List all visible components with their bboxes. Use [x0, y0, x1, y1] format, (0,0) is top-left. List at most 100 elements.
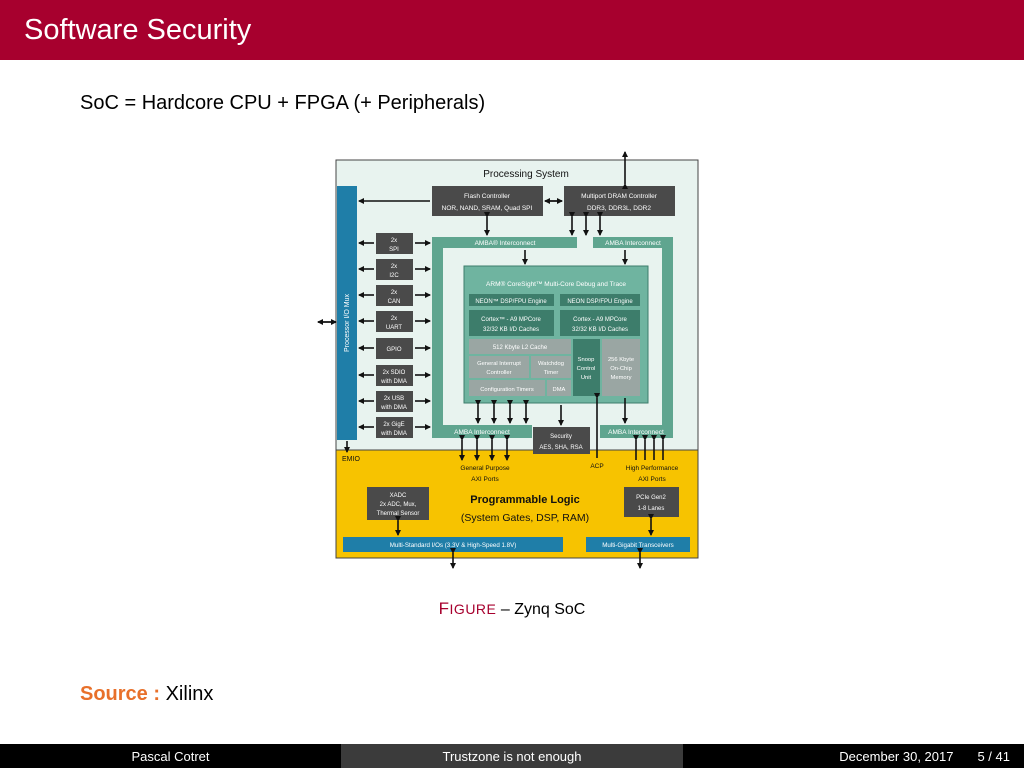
- neon-left-label: NEON™ DSP/FPU Engine: [475, 298, 547, 305]
- footer-bar: Pascal Cotret Trustzone is not enough De…: [0, 744, 1024, 768]
- gp-ports-line2: AXI Ports: [471, 476, 499, 483]
- dram-controller-box: [564, 186, 675, 216]
- source-line: Source : Xilinx: [80, 683, 213, 706]
- snoop-line2: Control: [577, 366, 596, 372]
- peripheral-sdio-line1: 2x SDIO: [383, 370, 406, 376]
- peripheral-gige-line1: 2x GigE: [383, 422, 404, 428]
- gp-ports-line1: General Purpose: [460, 465, 510, 472]
- footer-date: December 30, 2017: [839, 748, 954, 764]
- hp-ports-line1: High Performance: [626, 465, 679, 472]
- multi-io-bar: [343, 537, 563, 552]
- pl-title: Programmable Logic: [470, 494, 579, 506]
- peripheral-can: [376, 285, 413, 306]
- peripheral-spi-line2: SPI: [389, 247, 399, 253]
- cortex-right-box: [560, 310, 640, 336]
- footer-page-number: 5 / 41: [977, 748, 1010, 764]
- peripheral-uart-line2: UART: [386, 325, 403, 331]
- gic-line1: General Interrupt: [477, 361, 521, 367]
- ocm-line3: Memory: [611, 375, 632, 381]
- ocm-box: [602, 339, 640, 396]
- security-line1: Security: [550, 434, 572, 440]
- ocm-line1: 256 Kbyte: [608, 357, 634, 363]
- peripheral-usb-line1: 2x USB: [384, 396, 404, 402]
- neon-right-label: NEON DSP/FPU Engine: [567, 299, 633, 305]
- watchdog-box: [531, 356, 571, 378]
- peripheral-gpio-line1: GPIO: [386, 347, 401, 353]
- acp-label: ACP: [590, 463, 603, 470]
- zynq-soc-diagram: Processing System Processor I/O Mux Flas…: [317, 151, 699, 569]
- coresight-label: ARM® CoreSight™ Multi-Core Debug and Tra…: [486, 280, 626, 288]
- flash-controller-box: [432, 186, 543, 216]
- amba-bottom-left-label: AMBA Interconnect: [454, 429, 510, 436]
- peripheral-gige-line2: with DMA: [380, 431, 407, 437]
- ocm-line2: On-Chip: [610, 366, 632, 372]
- xadc-line2: 2x ADC, Mux,: [380, 502, 417, 508]
- flash-controller-line2: NOR, NAND, SRAM, Quad SPI: [442, 205, 533, 212]
- peripheral-can-line1: 2x: [391, 290, 397, 296]
- amba-top-right-label: AMBA Interconnect: [605, 240, 661, 247]
- peripheral-uart: [376, 311, 413, 332]
- peripheral-gpio: [376, 338, 413, 359]
- peripheral-i2c-line1: 2x: [391, 264, 397, 270]
- flash-controller-line1: Flash Controller: [464, 193, 511, 200]
- snoop-line1: Snoop: [578, 357, 595, 363]
- mio-bar: [337, 186, 357, 440]
- footer-date-page: December 30, 2017 5 / 41: [683, 744, 1024, 768]
- figure-label-initial: F: [438, 599, 450, 618]
- xadc-line3: Thermal Sensor: [377, 511, 420, 517]
- xadc-box: [367, 487, 429, 520]
- peripheral-usb-line2: with DMA: [380, 405, 407, 411]
- config-timers-label: Configuration Timers: [480, 387, 534, 393]
- peripheral-spi: [376, 233, 413, 254]
- pcie-line1: PCIe Gen2: [636, 495, 666, 501]
- neon-left-box: [469, 294, 554, 306]
- figure-separator: –: [496, 601, 515, 618]
- neon-right-box: [560, 294, 640, 306]
- amba-top-gap: [577, 237, 593, 248]
- transceivers-label: Multi-Gigabit Transceivers: [602, 542, 674, 549]
- amba-bottom-right-label: AMBA Interconnect: [608, 429, 664, 436]
- figure-label: FIGURE: [438, 599, 497, 618]
- peripheral-sdio-line2: with DMA: [380, 379, 407, 385]
- peripheral-spi-line1: 2x: [391, 238, 397, 244]
- peripheral-usb: [376, 391, 413, 412]
- dma-label: DMA: [553, 387, 566, 393]
- l2-cache-label: 512 Kbyte L2 Cache: [493, 345, 548, 351]
- slide-headline: SoC = Hardcore CPU + FPGA (+ Peripherals…: [80, 92, 486, 114]
- cortex-left-line1: Cortex™ - A9 MPCore: [481, 316, 541, 323]
- source-value: Xilinx: [160, 683, 214, 705]
- cortex-left-line2: 32/32 KB I/D Caches: [483, 327, 539, 333]
- l2-cache-box: [469, 339, 571, 354]
- cortex-right-line2: 32/32 KB I/D Caches: [572, 327, 628, 333]
- transceivers-bar: [586, 537, 690, 552]
- peripheral-i2c-line2: I2C: [389, 273, 399, 279]
- cortex-right-line1: Cortex - A9 MPCore: [573, 317, 627, 323]
- gic-line2: Controller: [486, 370, 511, 376]
- amba-top-left-bar: [432, 237, 577, 248]
- pl-subtitle: (System Gates, DSP, RAM): [461, 512, 589, 524]
- amba-top-left-label: AMBA® Interconnect: [475, 239, 536, 247]
- title-bar: Software Security: [0, 0, 1024, 60]
- pcie-box: [624, 487, 679, 517]
- snoop-control-box: [573, 339, 600, 396]
- cortex-left-box: [469, 310, 554, 336]
- ps-title: Processing System: [483, 169, 569, 180]
- pcie-line2: 1-8 Lanes: [638, 506, 665, 512]
- gic-box: [469, 356, 529, 378]
- watchdog-line1: Watchdog: [538, 361, 564, 367]
- security-line2: AES, SHA, RSA: [539, 445, 582, 451]
- watchdog-line2: Timer: [544, 370, 559, 376]
- peripheral-sdio: [376, 365, 413, 386]
- figure-caption: FIGURE – Zynq SoC: [0, 599, 1024, 619]
- slide-title: Software Security: [24, 14, 252, 46]
- security-box: [533, 427, 590, 454]
- emio-label: EMIO: [342, 456, 360, 463]
- config-timers-box: [469, 380, 545, 396]
- dram-controller-line1: Multiport DRAM Controller: [581, 193, 658, 200]
- footer-talk-title: Trustzone is not enough: [341, 744, 683, 768]
- dma-box: [547, 380, 571, 396]
- peripheral-uart-line1: 2x: [391, 316, 397, 322]
- connector-arrows: [317, 151, 666, 569]
- peripheral-can-line2: CAN: [388, 299, 401, 305]
- figure-caption-text: Zynq SoC: [514, 601, 586, 618]
